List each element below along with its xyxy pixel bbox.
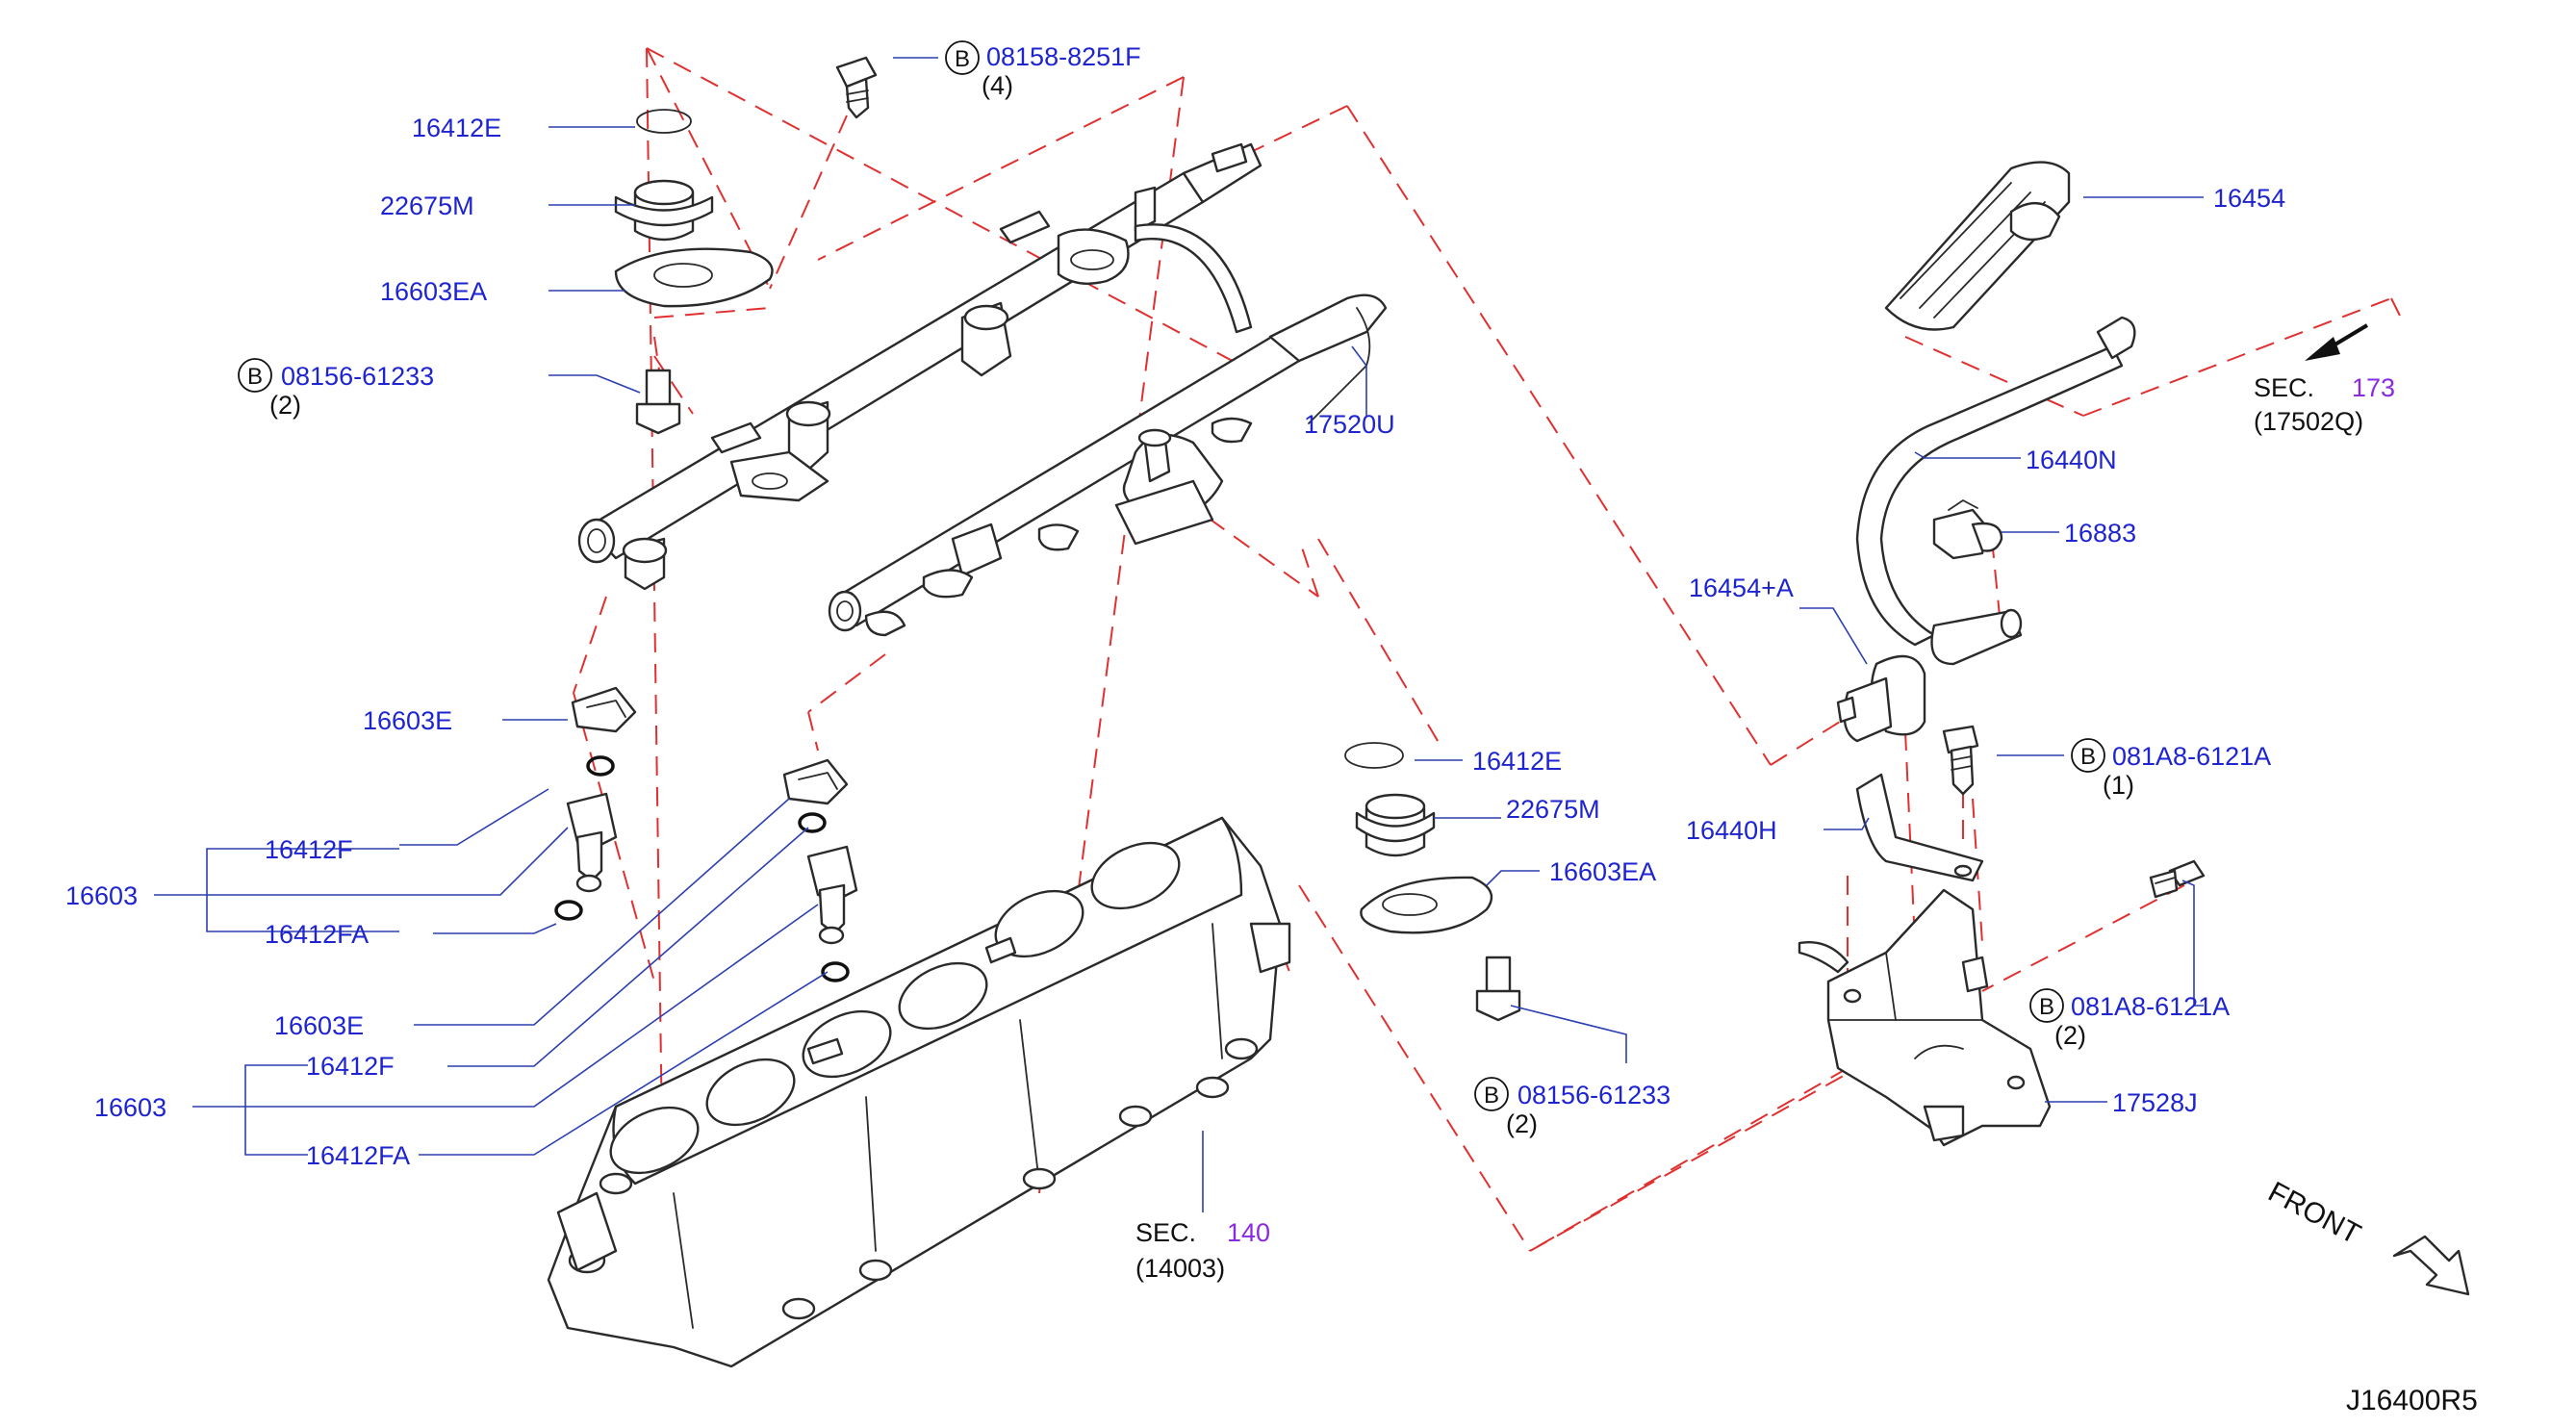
svg-text:B: B <box>955 46 970 72</box>
label-22675M-top: 22675M <box>380 191 474 220</box>
quick-connector-16454 <box>1884 161 2071 331</box>
svg-text:B: B <box>247 364 263 390</box>
label-16603E-left: 16603E <box>363 706 452 735</box>
bolt-081A8-2 <box>2149 859 2206 899</box>
fuel-hose-16440N <box>1855 316 2136 666</box>
injector-left-lower <box>782 758 858 982</box>
label-16412F-low: 16412F <box>306 1052 395 1081</box>
clip-16883 <box>1932 499 2003 560</box>
label-16603-low: 16603 <box>94 1093 166 1122</box>
label-16412FA-low: 16412FA <box>306 1141 410 1170</box>
label-16412F-left: 16412F <box>265 835 353 864</box>
label-sec173-ref: (17502Q) <box>2254 407 2363 436</box>
label-16440H: 16440H <box>1686 816 1777 845</box>
bolt-08158 <box>835 56 878 119</box>
injector-left-upper <box>554 686 637 921</box>
label-sec140-ref: (14003) <box>1135 1254 1225 1283</box>
sec-173-arrow <box>2305 323 2369 361</box>
fuel-rail-lower <box>828 293 1388 637</box>
label-16603E-low: 16603E <box>274 1011 364 1040</box>
label-081A8-1-qty: (1) <box>2103 771 2134 800</box>
part-labels: 16412E 22675M 16603EA 08156-61233 (2) 08… <box>65 42 2478 1416</box>
label-16603EA-top: 16603EA <box>380 277 487 306</box>
clamp-16454A <box>1836 654 1926 743</box>
intake-manifold <box>547 816 1291 1368</box>
label-16603-left: 16603 <box>65 881 138 910</box>
bolt-symbol-081A8-2: B <box>2029 988 2064 1023</box>
label-16412FA-left: 16412FA <box>265 920 369 949</box>
label-08156-top: 08156-61233 <box>281 362 434 391</box>
label-sec173-number: 173 <box>2352 373 2395 402</box>
label-17528J: 17528J <box>2112 1088 2198 1117</box>
front-label: FRONT <box>2263 1176 2366 1251</box>
label-sec173-prefix: SEC. <box>2254 373 2314 402</box>
bracket-16440H <box>1855 773 1984 882</box>
label-08156-mid: 08156-61233 <box>1518 1081 1671 1109</box>
label-16440N: 16440N <box>2026 446 2117 474</box>
svg-text:B: B <box>2080 744 2096 770</box>
label-17520U: 17520U <box>1304 410 1395 439</box>
label-sec140-prefix: SEC. <box>1135 1218 1196 1247</box>
svg-text:B: B <box>1484 1083 1499 1109</box>
label-16412E-top: 16412E <box>412 114 501 142</box>
diagram-code: J16400R5 <box>2346 1385 2478 1416</box>
label-16454: 16454 <box>2213 184 2285 213</box>
label-08158-qty: (4) <box>982 71 1013 100</box>
label-sec140-number: 140 <box>1227 1218 1270 1247</box>
bolt-symbol-08156-top: B <box>238 358 272 393</box>
label-22675M-mid: 22675M <box>1506 795 1600 824</box>
label-08156-top-qty: (2) <box>269 391 301 420</box>
bolt-symbol-081A8-1: B <box>2071 738 2105 773</box>
regulator-stack-middle <box>1344 742 1521 1022</box>
label-081A8-2-qty: (2) <box>2054 1021 2086 1050</box>
fuel-rail-upper <box>577 142 1262 591</box>
label-16412E-mid: 16412E <box>1472 747 1562 776</box>
front-arrow <box>2392 1235 2470 1296</box>
label-16454A: 16454+A <box>1689 574 1794 602</box>
bolt-symbol-08156-mid: B <box>1474 1077 1509 1111</box>
label-08158: 08158-8251F <box>986 42 1141 71</box>
label-081A8-2: 081A8-6121A <box>2071 992 2230 1021</box>
label-08156-mid-qty: (2) <box>1506 1109 1538 1138</box>
bolt-symbol-08158: B <box>945 40 980 75</box>
svg-text:B: B <box>2039 994 2054 1020</box>
label-16883: 16883 <box>2064 519 2136 548</box>
label-16603EA-mid: 16603EA <box>1549 857 1656 886</box>
bracket-17528J <box>1798 888 2052 1147</box>
bolt-081A8-1 <box>1942 725 1979 796</box>
regulator-stack-top <box>614 109 774 435</box>
leader-lines <box>154 57 2204 1212</box>
label-081A8-1: 081A8-6121A <box>2112 742 2271 771</box>
